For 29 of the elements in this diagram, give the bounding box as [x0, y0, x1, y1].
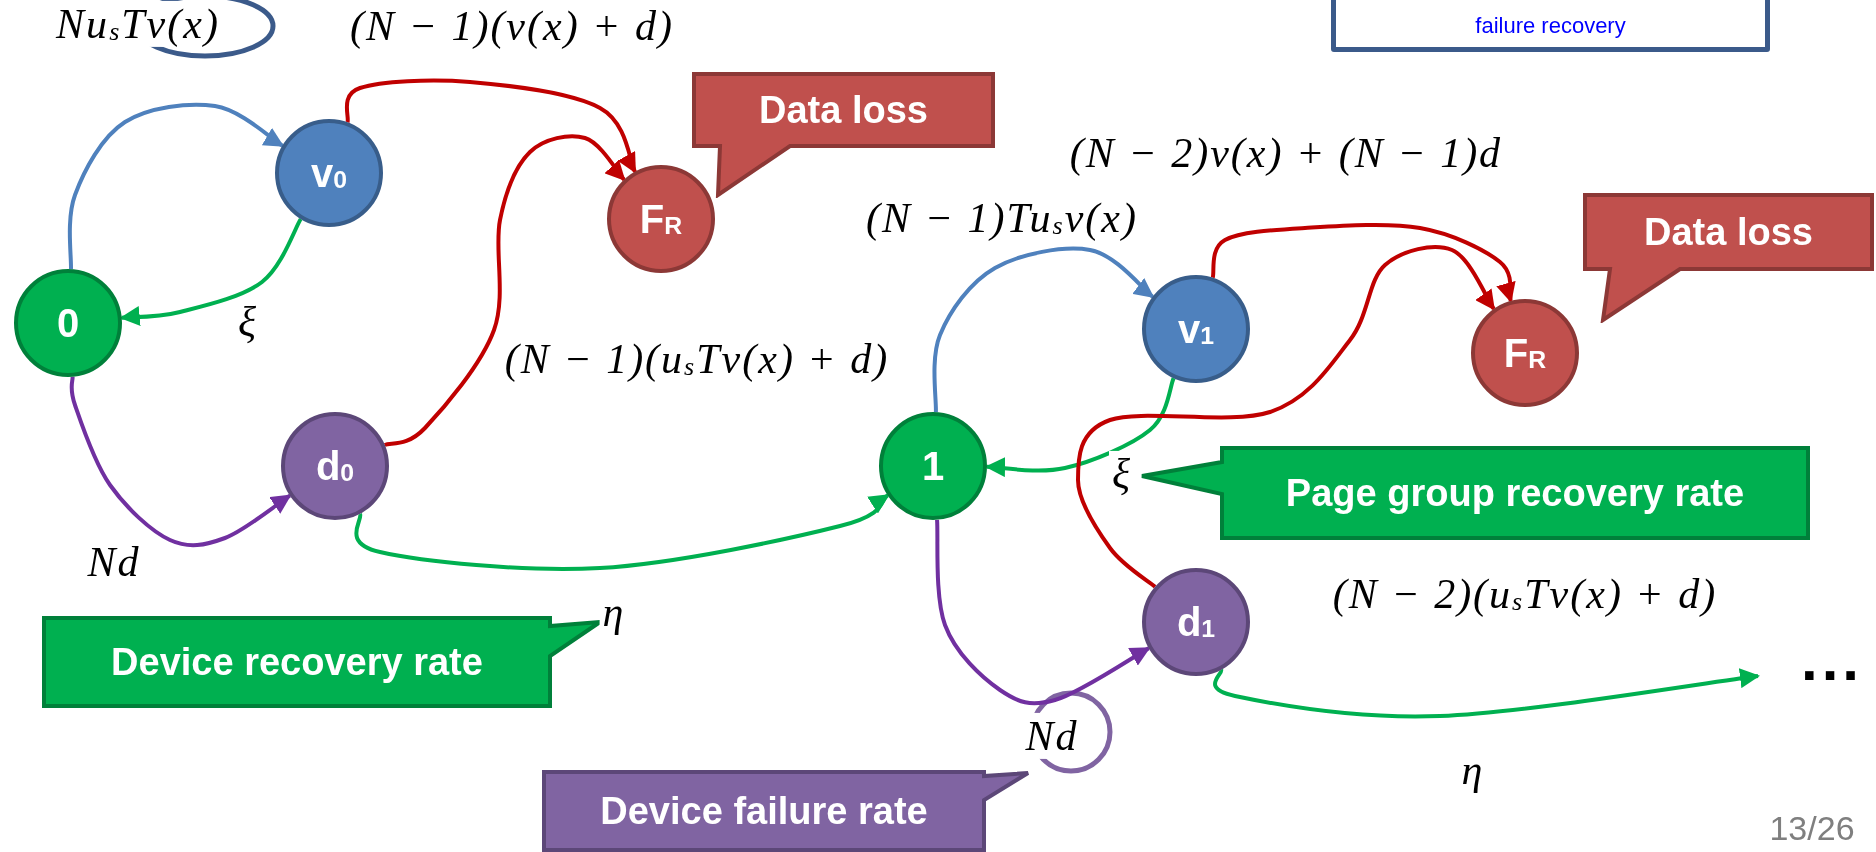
- state-circle: v$_{0}$: [275, 119, 383, 227]
- callout-text: Device failure rate: [599, 788, 929, 834]
- state-circle: d$_{0}$: [281, 412, 389, 520]
- callout: [1582, 192, 1875, 323]
- arrow: [1213, 668, 1760, 719]
- state-circle: 0: [14, 269, 122, 377]
- state-circle: v$_{1}$: [1142, 275, 1250, 383]
- arrow: [932, 246, 1155, 413]
- callout: [541, 769, 1031, 852]
- state-circle: F$_{R}$: [1471, 299, 1579, 407]
- arrow: [67, 102, 285, 270]
- callout: [691, 71, 996, 198]
- page-number: 13/26: [1769, 808, 1855, 848]
- arrow: [935, 519, 1151, 706]
- state-circle: 1: [879, 412, 987, 520]
- arrow: [985, 377, 1176, 478]
- callout-text: Data loss: [1643, 209, 1814, 255]
- callout: [1139, 445, 1811, 541]
- ellipsis-text: ...: [1801, 630, 1863, 690]
- arrow: [69, 376, 292, 548]
- state-circle: d$_{1}$: [1142, 568, 1250, 676]
- state-circle: F$_{R}$: [607, 165, 715, 273]
- callout-text: Device recovery rate: [110, 639, 484, 685]
- note-box: failure recovery: [1331, 0, 1770, 52]
- arrow: [384, 134, 626, 447]
- callout-text: Data loss: [758, 87, 929, 133]
- callout-text: Page group recovery rate: [1284, 470, 1746, 516]
- arrow: [1210, 223, 1518, 303]
- arrow: [1076, 245, 1496, 589]
